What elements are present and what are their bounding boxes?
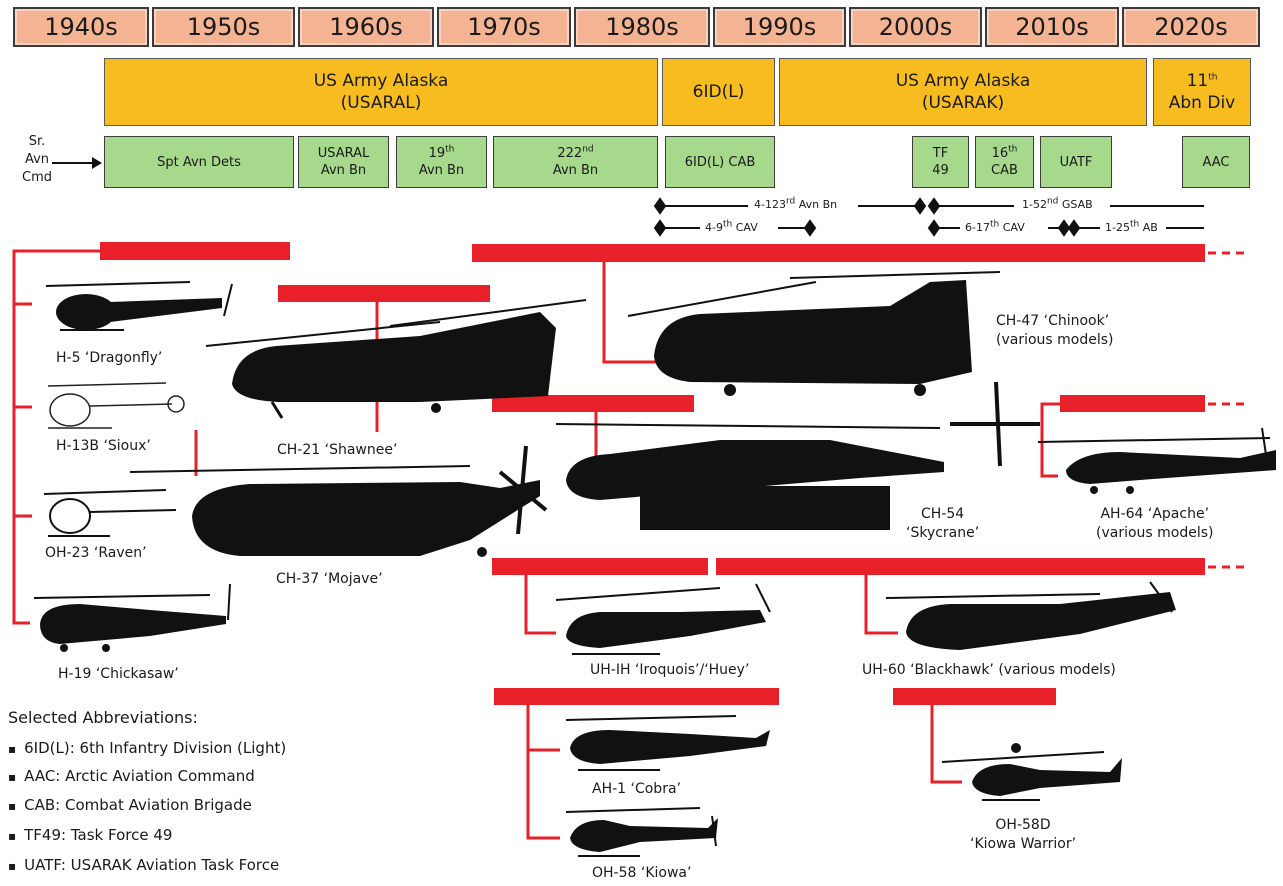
- unit-16th-cab: 16th CAB: [975, 136, 1034, 188]
- label-ch47: CH-47 ‘Chinook’ (various models): [996, 313, 1114, 348]
- ch54-silhouette-icon: [555, 381, 1040, 530]
- abn-div-number: 11th: [1186, 71, 1218, 91]
- label-h13: H-13B ‘Sioux’: [56, 438, 151, 454]
- label-oh58d: OH-58D ‘Kiowa Warrior’: [970, 817, 1077, 852]
- ch47-silhouette-icon: [627, 271, 1001, 396]
- command-6idl: 6ID(L): [662, 58, 775, 126]
- continuation-dashes: [1208, 251, 1250, 569]
- label-ch54: CH-54 ‘Skycrane’: [906, 506, 980, 541]
- unit-usaral-avn-bn: USARAL Avn Bn: [298, 136, 389, 188]
- h19-silhouette-icon: [33, 583, 231, 652]
- command-usaral: US Army Alaska (USARAL): [104, 58, 658, 126]
- unit-19th-number: 19th: [428, 144, 455, 161]
- bar-oh58d: [893, 688, 1056, 705]
- ch21-silhouette-icon: [205, 299, 587, 419]
- sr-avn-cmd-arrow: [52, 157, 102, 169]
- decade-1980s: 1980s: [574, 7, 710, 47]
- label-ch37: CH-37 ‘Mojave’: [276, 571, 383, 587]
- label-h5: H-5 ‘Dragonfly’: [56, 350, 163, 366]
- connectors: [12, 249, 1060, 840]
- unit-19th-avn-bn: 19th Avn Bn: [396, 136, 487, 188]
- oh58-silhouette-icon: [565, 807, 718, 857]
- decade-1990s: 1990s: [713, 7, 846, 47]
- abbreviation-item: 6ID(L): 6th Infantry Division (Light): [8, 739, 286, 757]
- bn-lines: [653, 197, 1204, 237]
- label-h19: H-19 ‘Chickasaw’: [58, 666, 179, 682]
- unit-16th-text: CAB: [991, 163, 1018, 178]
- decade-2000s: 2000s: [849, 7, 982, 47]
- label-uh60: UH-60 ‘Blackhawk’ (various models): [862, 662, 1116, 678]
- abbreviation-item: AAC: Arctic Aviation Command: [8, 767, 255, 785]
- abbreviation-item: TF49: Task Force 49: [8, 826, 172, 844]
- label-oh23: OH-23 ‘Raven’: [45, 545, 147, 561]
- label-ah1: AH-1 ‘Cobra’: [592, 781, 681, 797]
- bar-ah1: [494, 688, 779, 705]
- bar-ch54: [492, 395, 694, 412]
- h5-silhouette-icon: [45, 281, 233, 331]
- decade-1960s: 1960s: [298, 7, 434, 47]
- sr-avn-cmd-label: Sr. Avn Cmd: [22, 134, 52, 185]
- decade-1950s: 1950s: [152, 7, 295, 47]
- unit-16th-number: 16th: [991, 144, 1018, 161]
- bn-4-9-label: 4-9th CAV: [705, 219, 758, 234]
- ah1-silhouette-icon: [565, 715, 770, 771]
- bar-ch47: [472, 244, 1205, 262]
- decade-2010s: 2010s: [985, 7, 1119, 47]
- h13-silhouette-icon: [47, 382, 185, 429]
- bar-early-light: [100, 242, 290, 260]
- bn-4-123-label: 4-123rd Avn Bn: [754, 196, 838, 211]
- bar-uh1: [492, 558, 708, 575]
- decade-1940s: 1940s: [13, 7, 149, 47]
- unit-222nd-text: Avn Bn: [552, 163, 599, 178]
- bar-ch21: [278, 285, 490, 302]
- unit-uatf: UATF: [1040, 136, 1112, 188]
- decade-2020s: 2020s: [1122, 7, 1260, 47]
- bn-1-25-label: 1-25th AB: [1105, 219, 1158, 234]
- ah64-silhouette-icon: [1037, 427, 1276, 494]
- ch37-silhouette-icon: [129, 445, 548, 557]
- uh1-silhouette-icon: [555, 583, 771, 655]
- oh23-silhouette-icon: [43, 489, 177, 537]
- label-oh58: OH-58 ‘Kiowa’: [592, 865, 692, 881]
- label-uh1: UH-IH ‘Iroquois’/‘Huey’: [590, 662, 750, 678]
- abbreviation-item: CAB: Combat Aviation Brigade: [8, 796, 252, 814]
- command-11th-abn-div: 11th Abn Div: [1153, 58, 1251, 126]
- unit-222nd-avn-bn: 222nd Avn Bn: [493, 136, 658, 188]
- label-ch21: CH-21 ‘Shawnee’: [277, 442, 398, 458]
- unit-222nd-number: 222nd: [557, 144, 594, 161]
- bar-uh60: [716, 558, 1205, 575]
- unit-tf49: TF 49: [912, 136, 969, 188]
- bn-6-17-label: 6-17th CAV: [965, 219, 1025, 234]
- oh58d-silhouette-icon: [941, 743, 1122, 801]
- abn-div-text: Abn Div: [1168, 93, 1236, 113]
- service-bars: [100, 242, 1205, 705]
- bar-ah64: [1060, 395, 1205, 412]
- abbreviations-title: Selected Abbreviations:: [8, 708, 198, 727]
- unit-19th-text: Avn Bn: [418, 163, 465, 178]
- decade-1970s: 1970s: [437, 7, 571, 47]
- bn-1-52-label: 1-52nd GSAB: [1022, 196, 1093, 211]
- unit-spt-avn-dets: Spt Avn Dets: [104, 136, 294, 188]
- unit-6idl-cab: 6ID(L) CAB: [665, 136, 775, 188]
- label-ah64: AH-64 ‘Apache’ (various models): [1096, 506, 1214, 541]
- abbreviation-item: UATF: USARAK Aviation Task Force: [8, 856, 279, 874]
- uh60-silhouette-icon: [885, 581, 1176, 650]
- command-usarak: US Army Alaska (USARAK): [779, 58, 1147, 126]
- unit-aac: AAC: [1182, 136, 1250, 188]
